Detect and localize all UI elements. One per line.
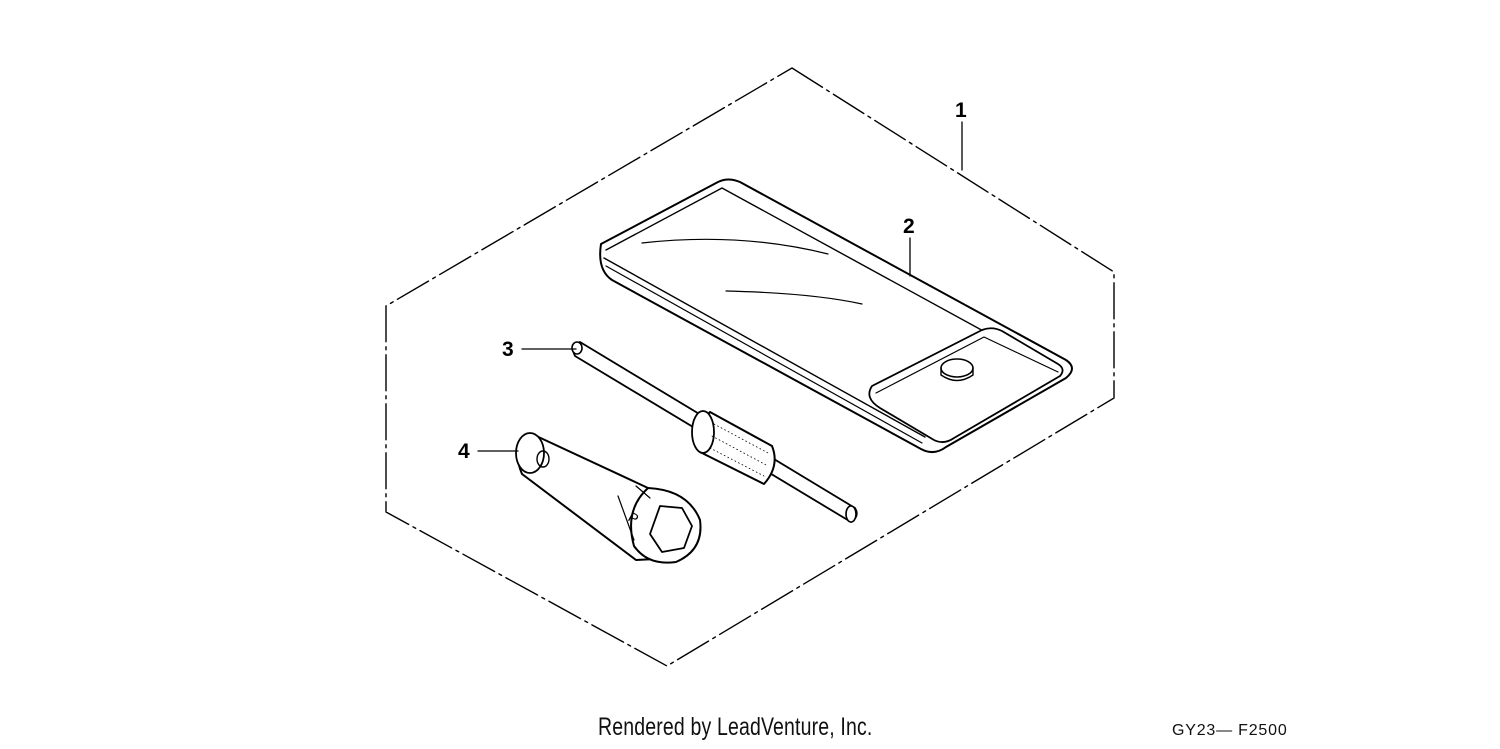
kit-boundary [385, 67, 1115, 667]
wrench-hole-icon [536, 450, 550, 468]
tool-bag-highlight [725, 290, 863, 305]
callout-1[interactable]: 1 [955, 99, 967, 122]
wrench-end [515, 432, 545, 474]
snap-button-side [940, 367, 974, 382]
callout-4[interactable]: 4 [458, 440, 470, 463]
tool-bag [599, 178, 1073, 453]
tool-bag-flap [868, 327, 1064, 443]
spark-plug-wrench: P [515, 432, 702, 564]
screwdriver-shaft-end [845, 505, 857, 523]
screwdriver-grip-face [691, 410, 715, 454]
tool-bag-lower-edge [603, 257, 926, 438]
tool-bag-bottom-edge [605, 265, 923, 444]
tool-bag-flap-inner [875, 336, 1059, 394]
tool-bag-highlight [641, 238, 829, 255]
wrench-socket-flats [617, 485, 651, 541]
wrench-hex-opening [649, 505, 693, 553]
callout-3[interactable]: 3 [502, 338, 514, 361]
figure-code: GY23— F2500 [1172, 722, 1288, 739]
callout-2[interactable]: 2 [903, 215, 915, 238]
tool-bag-top-face [605, 187, 1041, 363]
snap-button-icon [940, 358, 974, 378]
render-credit: Rendered by LeadVenture, Inc. [598, 713, 873, 741]
screwdriver [571, 341, 858, 523]
screwdriver-grip-texture [709, 423, 771, 477]
screwdriver-shaft-tip [571, 341, 583, 355]
